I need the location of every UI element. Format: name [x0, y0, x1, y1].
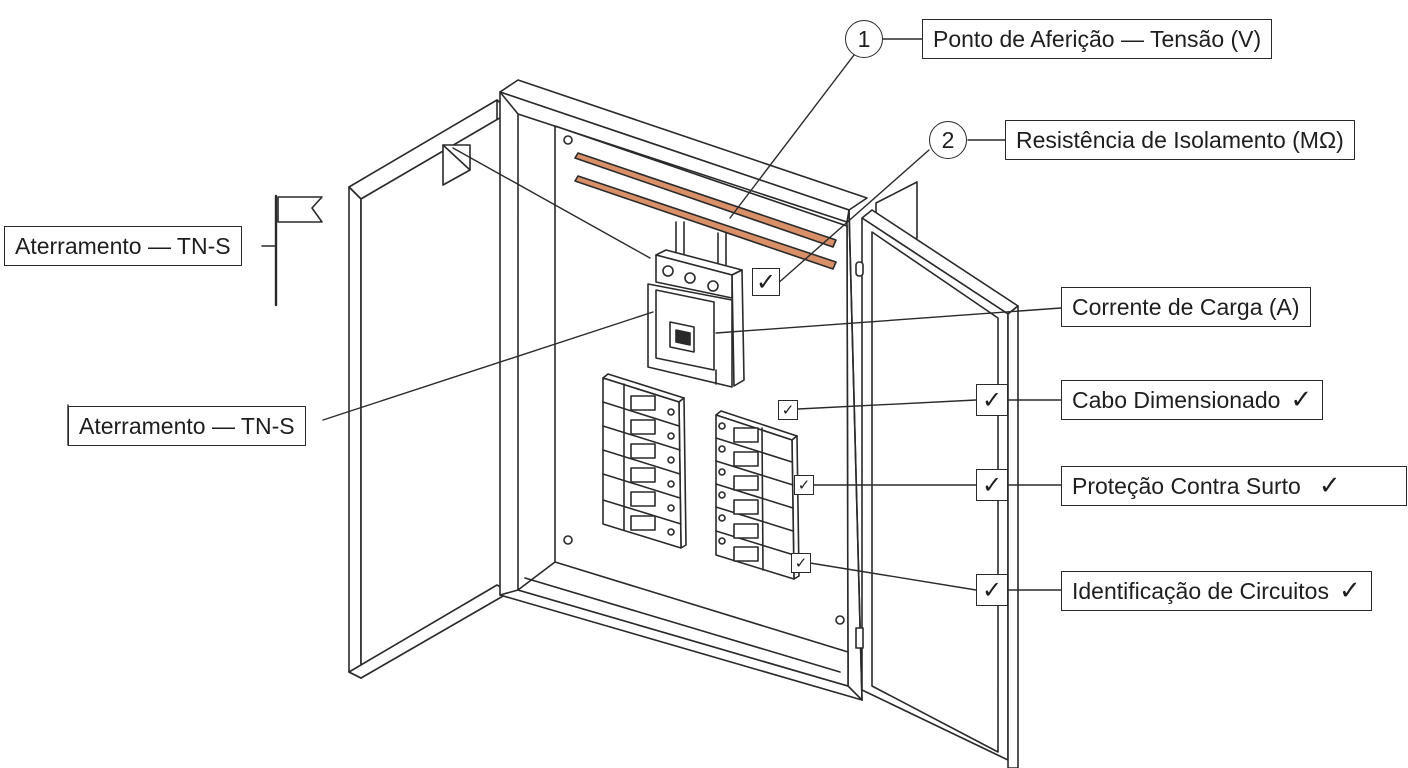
checkbox-surge: ✓ [976, 469, 1008, 501]
main-breaker [647, 249, 745, 388]
insulation-resistance-text: Resistência de Isolamento (MΩ) [1016, 126, 1344, 153]
callout-number-1: 1 [845, 20, 883, 58]
cable-sized-label: Cabo Dimensionado ✓ [1061, 380, 1324, 420]
checkbox-surge-small: ✓ [794, 475, 814, 495]
grounding-top-text: Aterramento — TN-S [15, 232, 231, 259]
circuit-identification-label: Identificação de Circuitos ✓ [1061, 571, 1372, 611]
grounding-flag [274, 194, 323, 307]
plate-screw [563, 135, 573, 145]
enclosure [499, 79, 868, 701]
leader-lines [67, 38, 1062, 591]
surge-protection-label: Proteção Contra Surto ✓ [1061, 466, 1407, 506]
checkbox-cable-small: ✓ [778, 400, 798, 420]
circuit-identification-text: Identificação de Circuitos [1072, 577, 1329, 604]
load-current-text: Corrente de Carga (A) [1072, 293, 1300, 320]
load-current-label: Corrente de Carga (A) [1061, 287, 1311, 327]
checkbox-cable: ✓ [976, 384, 1008, 416]
voltage-measurement-label: Ponto de Aferição — Tensão (V) [922, 19, 1273, 59]
left-door [348, 99, 511, 679]
grounding-mid-text: Aterramento — TN-S [79, 412, 295, 439]
voltage-measurement-text: Ponto de Aferição — Tensão (V) [933, 25, 1262, 52]
check-icon: ✓ [1338, 576, 1361, 606]
plate-screw [563, 535, 573, 545]
breaker-row-right [715, 410, 800, 580]
surge-protection-text: Proteção Contra Surto [1072, 472, 1301, 499]
callout-number-2: 2 [929, 121, 967, 159]
plate-screw [835, 615, 845, 625]
busbars [574, 152, 837, 273]
check-icon: ✓ [1290, 385, 1313, 415]
enclosure-bottom [517, 561, 849, 687]
check-icon: ✓ [1318, 471, 1341, 501]
checkbox-insulation: ✓ [752, 268, 780, 296]
cable-sized-text: Cabo Dimensionado [1072, 386, 1281, 413]
checkbox-circuit: ✓ [976, 574, 1008, 606]
hinge [855, 627, 864, 649]
hinge [855, 261, 864, 277]
right-door [855, 181, 1019, 768]
insulation-resistance-label: Resistência de Isolamento (MΩ) [1005, 120, 1355, 160]
grounding-label-mid: Aterramento — TN-S [68, 406, 306, 446]
breaker-row-left [602, 373, 687, 549]
checkbox-circuit-small: ✓ [791, 553, 811, 573]
grounding-label-top: Aterramento — TN-S [4, 226, 242, 266]
